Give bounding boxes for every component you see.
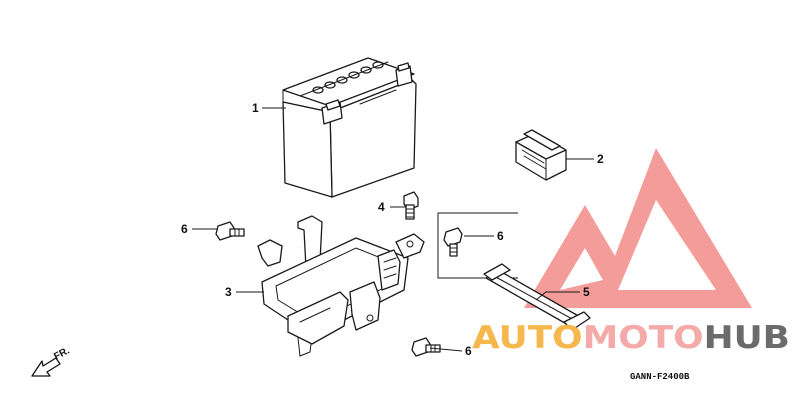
battery-terminal-right [395,62,413,87]
watermark-triangle-icon [524,148,752,308]
bolt-inset-part [443,227,463,257]
bolt-bottom-part [411,337,441,357]
callout-bolt-top: 4 [378,200,385,214]
leader-lines [192,107,594,352]
callout-battery: 1 [252,101,259,115]
callout-battery-box: 3 [225,285,232,299]
watermark-part-a: AUTO [472,320,583,356]
callout-bolt-left: 6 [181,222,188,236]
terminal-cover-part [515,129,567,181]
watermark-logo [524,148,752,308]
watermark-part-b: MOTO [583,320,704,356]
bolt-left-part [215,221,245,241]
diagram-code: GANN-F2400B [630,372,690,382]
callout-terminal-cover: 2 [597,152,604,166]
callout-bolt-inset: 6 [497,229,504,243]
inset-bracket [437,212,518,279]
front-direction-indicator: FR. [31,345,72,377]
bolt-top-part [403,191,419,220]
battery-part [282,57,417,198]
battery-box-part [257,215,425,357]
front-arrow-icon [31,357,61,377]
watermark-part-c: HUB [704,320,790,356]
callout-battery-band: 5 [583,285,590,299]
battery-band-part [483,263,591,331]
battery-terminal-left [321,99,343,125]
front-direction-label: FR. [52,345,72,362]
callout-bolt-bottom: 6 [465,344,472,358]
